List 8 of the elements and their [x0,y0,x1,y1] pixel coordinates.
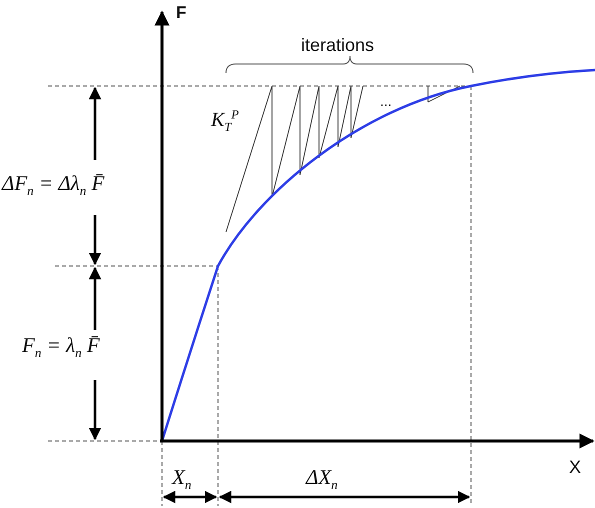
axis-label: X [569,458,582,476]
displacement-label: X$_{n}$ [172,467,192,492]
iterations-label: iterations [301,36,374,54]
ellipsis: ... [380,94,392,108]
displacement-increment-label: ΔX$_{n}$ [306,467,338,492]
load-increment-formula: ΔF$_{n}$ = Δλ$_{n}$ F̄ [2,173,104,198]
load-formula: F$_{n}$ = λ$_{n}$ F̄ [22,335,100,360]
axis-label: F [176,4,186,21]
